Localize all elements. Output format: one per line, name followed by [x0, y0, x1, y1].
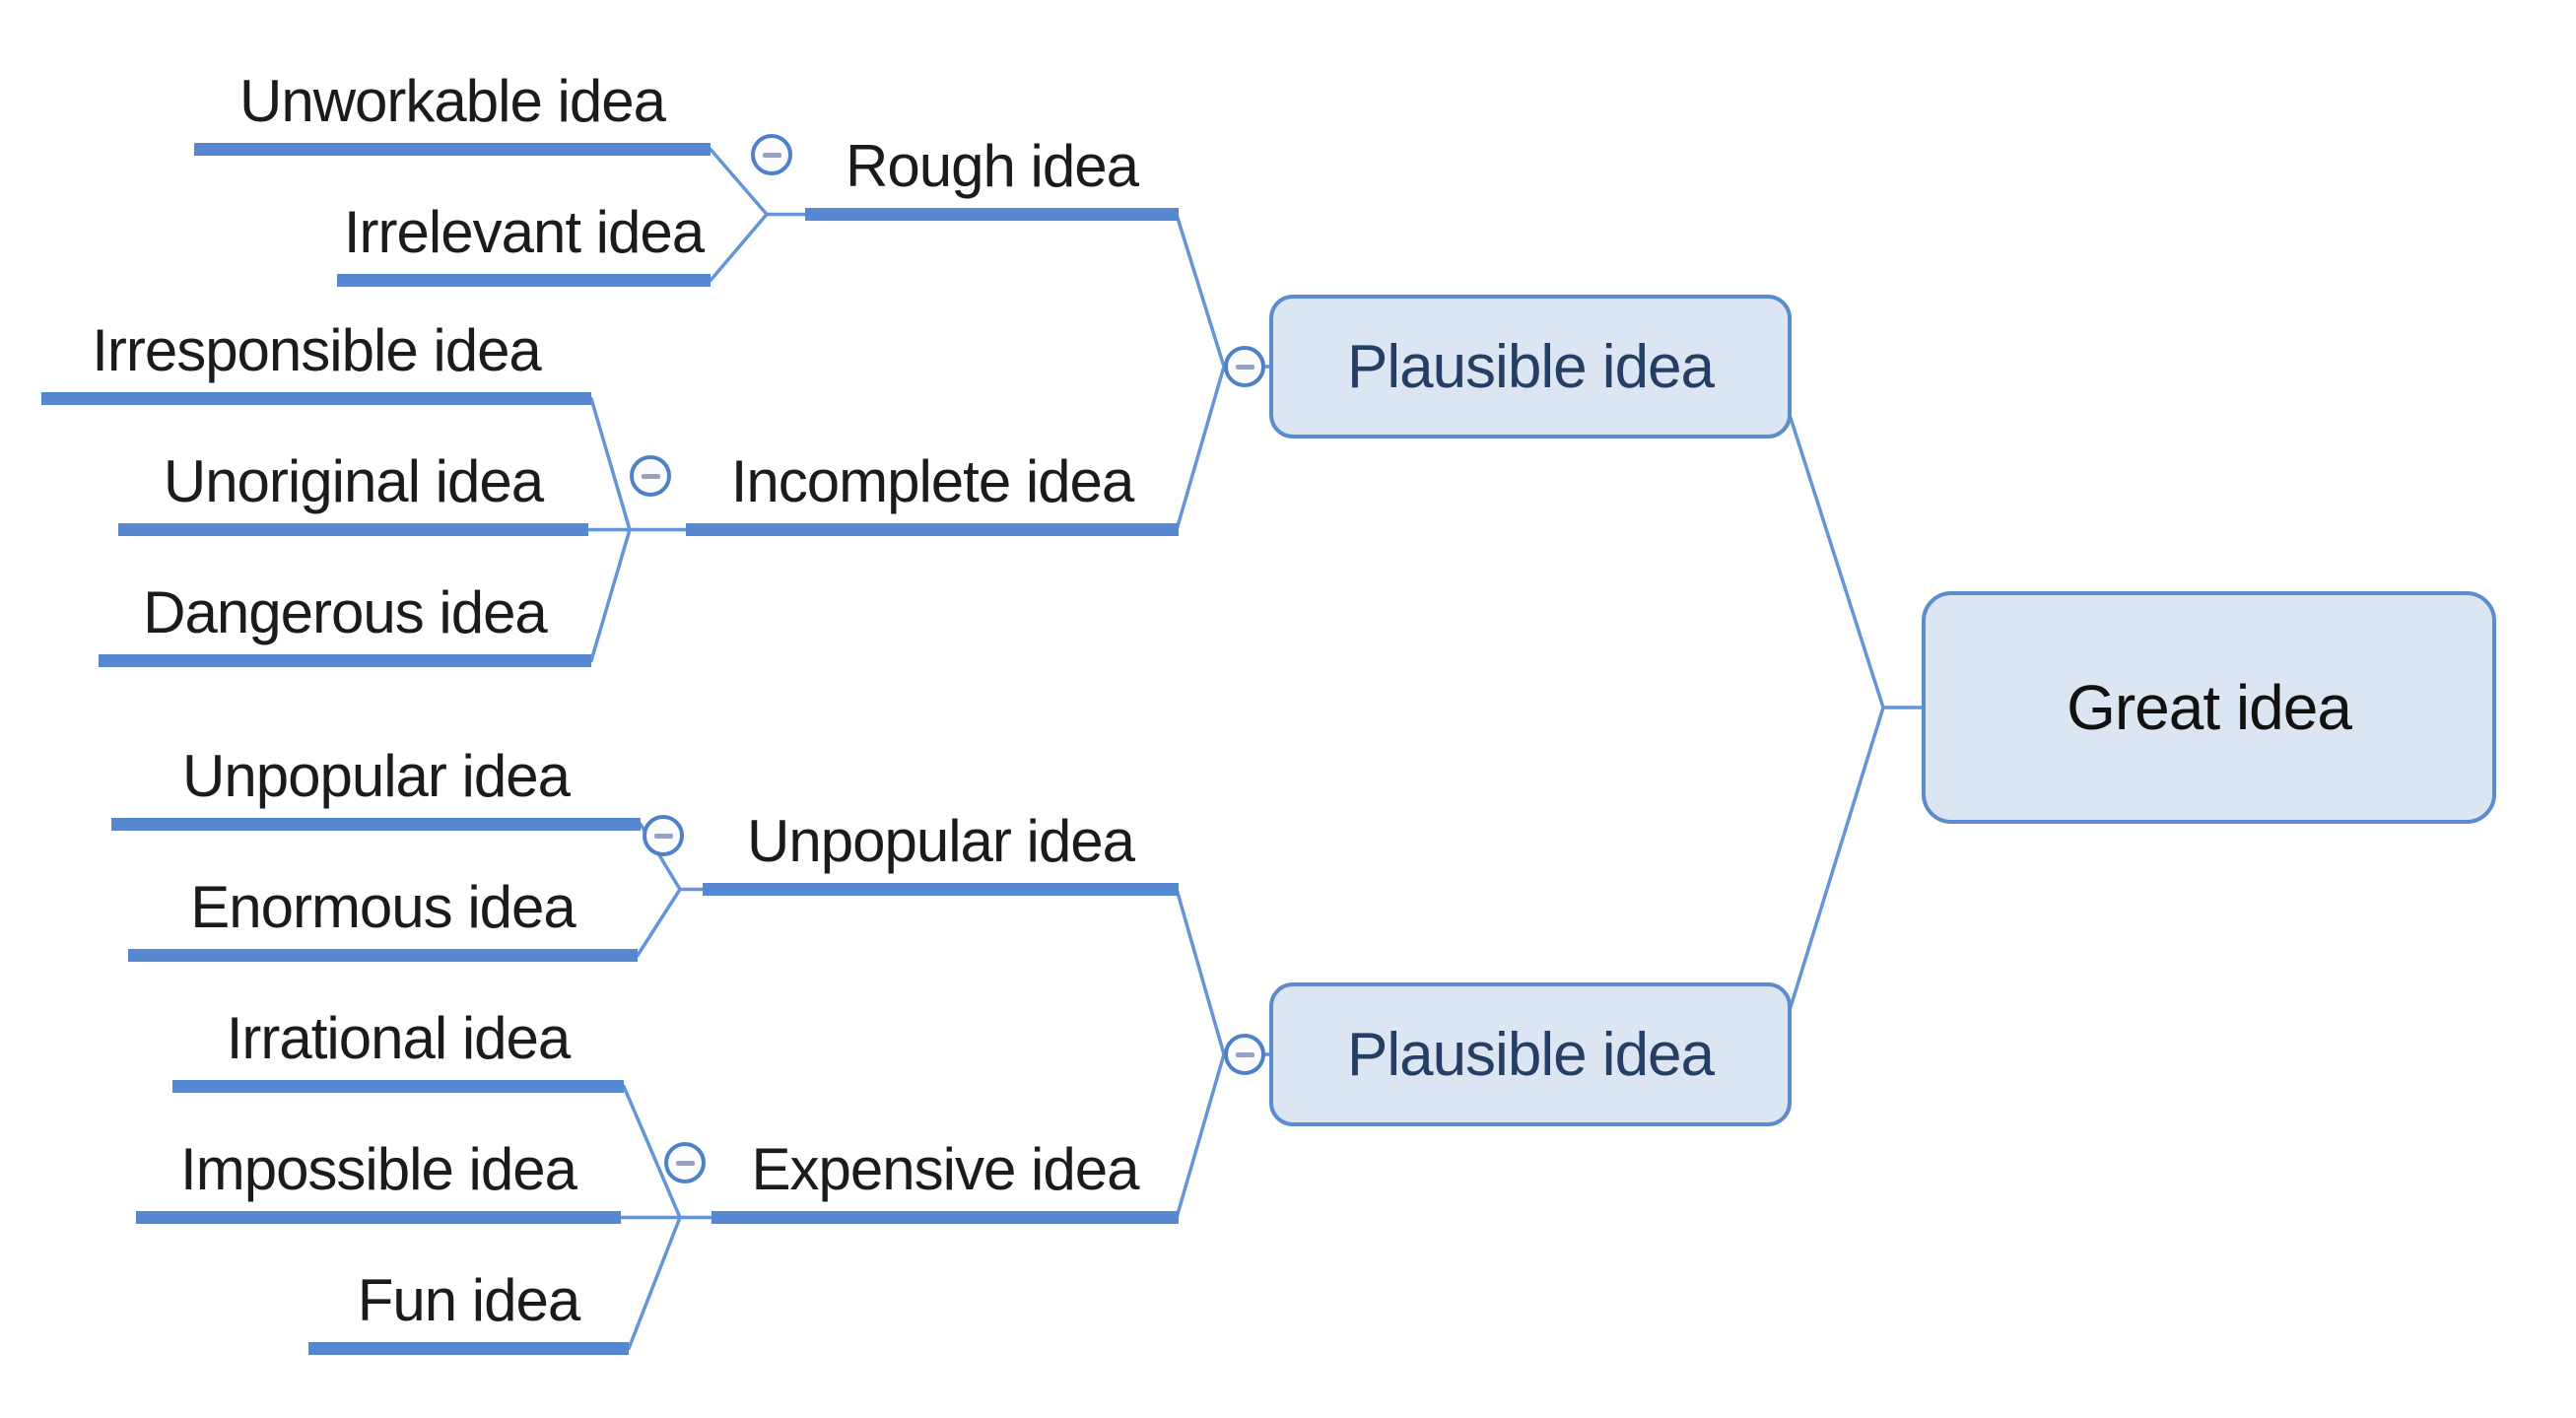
minus-icon: [653, 833, 673, 839]
node-underline-bar: [308, 1342, 629, 1355]
connector-line: [589, 527, 632, 663]
node-label: Irresponsible idea: [92, 317, 542, 384]
connector-line: [636, 887, 682, 958]
node-impossible-idea[interactable]: Impossible idea: [136, 1129, 621, 1224]
node-irrational-idea[interactable]: Irrational idea: [172, 998, 624, 1093]
collapse-button-plausible-idea-bottom[interactable]: [1224, 1034, 1265, 1075]
node-underline-bar: [686, 523, 1179, 536]
node-label: Unpopular idea: [182, 743, 571, 810]
node-underline-bar: [111, 818, 641, 831]
collapse-button-rough-idea[interactable]: [751, 134, 792, 175]
node-underline-bar: [712, 1211, 1179, 1224]
collapse-button-incomplete-idea[interactable]: [630, 455, 671, 497]
connector-line: [1175, 213, 1226, 369]
node-irresponsible-idea[interactable]: Irresponsible idea: [41, 310, 591, 405]
node-label: Plausible idea: [1346, 332, 1715, 401]
node-underline-bar: [172, 1080, 624, 1093]
node-underline-bar: [136, 1211, 621, 1224]
node-underline-bar: [703, 883, 1179, 896]
node-label: Unoriginal idea: [163, 448, 544, 515]
node-underline-bar: [337, 274, 711, 287]
node-label: Enormous idea: [190, 874, 576, 941]
node-underline-bar: [41, 392, 591, 405]
minus-icon: [641, 473, 660, 479]
node-label: Great idea: [2067, 672, 2352, 743]
node-unworkable-idea[interactable]: Unworkable idea: [194, 61, 711, 156]
collapse-button-plausible-idea-top[interactable]: [1224, 346, 1265, 387]
connector-line: [1789, 416, 1885, 709]
connector-line: [1175, 365, 1226, 532]
node-rough-idea[interactable]: Rough idea: [805, 126, 1179, 221]
node-plausible-idea-top[interactable]: Plausible idea: [1269, 295, 1792, 439]
node-label: Expensive idea: [751, 1136, 1140, 1203]
node-incomplete-idea[interactable]: Incomplete idea: [686, 441, 1179, 536]
node-plausible-idea-bottom[interactable]: Plausible idea: [1269, 982, 1792, 1126]
connector-line: [1175, 1052, 1226, 1220]
node-expensive-idea[interactable]: Expensive idea: [712, 1129, 1179, 1224]
minus-icon: [1235, 1051, 1254, 1057]
node-underline-bar: [99, 654, 591, 667]
node-underline-bar: [118, 523, 588, 536]
connector-line: [589, 396, 632, 532]
node-underline-bar: [805, 208, 1179, 221]
node-unpopular-idea-leaf[interactable]: Unpopular idea: [111, 736, 641, 831]
node-irrelevant-idea[interactable]: Irrelevant idea: [337, 192, 711, 287]
node-label: Impossible idea: [180, 1136, 577, 1203]
node-label: Rough idea: [846, 133, 1139, 200]
node-unoriginal-idea[interactable]: Unoriginal idea: [118, 441, 588, 536]
node-dangerous-idea[interactable]: Dangerous idea: [99, 573, 591, 667]
minus-icon: [675, 1160, 695, 1166]
connector-line: [622, 1084, 682, 1220]
connector-line: [709, 147, 769, 217]
connector-line: [1789, 706, 1885, 1009]
node-enormous-idea[interactable]: Enormous idea: [128, 867, 638, 962]
connector-line: [627, 1215, 682, 1351]
node-underline-bar: [128, 949, 638, 962]
node-label: Incomplete idea: [730, 448, 1135, 515]
node-label: Plausible idea: [1346, 1020, 1715, 1089]
collapse-button-expensive-idea[interactable]: [664, 1142, 706, 1183]
collapse-button-unpopular-idea[interactable]: [643, 815, 684, 856]
node-unpopular-idea-parent[interactable]: Unpopular idea: [703, 801, 1179, 896]
node-label: Dangerous idea: [143, 579, 548, 646]
connector-line: [709, 212, 769, 283]
minus-icon: [1235, 364, 1254, 370]
node-label: Irrelevant idea: [343, 199, 705, 266]
node-label: Unworkable idea: [239, 68, 666, 135]
node-label: Unpopular idea: [747, 808, 1135, 875]
minus-icon: [762, 152, 781, 158]
node-underline-bar: [194, 143, 711, 156]
node-great-idea-root[interactable]: Great idea: [1922, 591, 2496, 824]
node-label: Irrational idea: [226, 1005, 572, 1072]
connector-line: [1175, 887, 1226, 1056]
node-label: Fun idea: [357, 1267, 580, 1334]
node-fun-idea[interactable]: Fun idea: [308, 1260, 629, 1355]
